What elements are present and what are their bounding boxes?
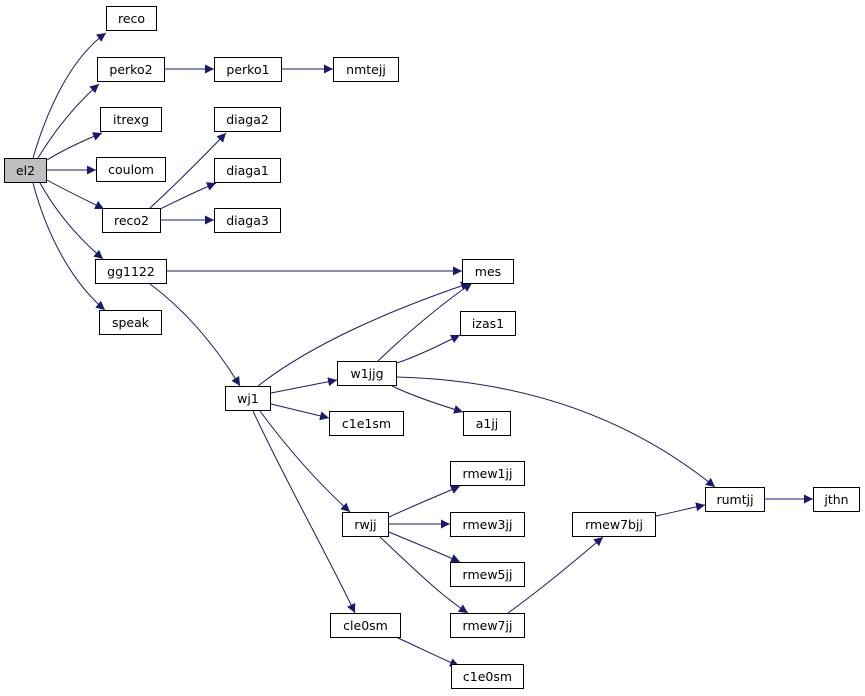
edge-wj1-c1e1sm <box>270 403 330 421</box>
node-el2: el2 <box>4 158 47 183</box>
node-gg1122[interactable]: gg1122 <box>95 259 167 284</box>
node-rwjj[interactable]: rwjj <box>342 512 389 537</box>
node-rmew1jj[interactable]: rmew1jj <box>450 461 525 486</box>
node-rmew7jj[interactable]: rmew7jj <box>450 613 525 638</box>
node-rmew5jj[interactable]: rmew5jj <box>450 562 525 587</box>
node-reco[interactable]: reco <box>106 6 157 31</box>
edge-reco2-diaga2 <box>149 132 227 209</box>
node-izas1[interactable]: izas1 <box>460 311 516 336</box>
edge-wj1-cle0sm <box>252 410 356 614</box>
node-c1e0sm[interactable]: c1e0sm <box>451 664 524 689</box>
edge-el2-speak <box>32 182 106 311</box>
edge-rwjj-rmew7jj <box>379 536 469 614</box>
node-nmtejj[interactable]: nmtejj <box>333 57 399 82</box>
edge-el2-reco <box>32 32 107 159</box>
edge-w1jjg-izas1 <box>396 334 461 364</box>
edge-w1jjg-a1jj <box>391 385 464 414</box>
node-jthn[interactable]: jthn <box>813 487 860 512</box>
node-rmew3jj[interactable]: rmew3jj <box>450 512 525 537</box>
node-wj1[interactable]: wj1 <box>225 386 271 411</box>
edge-el2-reco2 <box>46 179 105 210</box>
edge-wj1-mes <box>257 281 471 387</box>
node-reco2[interactable]: reco2 <box>102 208 161 233</box>
edge-rwjj-rmew1jj <box>388 485 461 518</box>
edge-rmew7bjj-rumtjj <box>655 502 706 517</box>
node-diaga1[interactable]: diaga1 <box>214 158 281 183</box>
node-c1e1sm[interactable]: c1e1sm <box>329 411 404 436</box>
edge-w1jjg-mes <box>377 282 473 362</box>
edge-el2-gg1122 <box>39 182 104 260</box>
node-perko2[interactable]: perko2 <box>97 57 165 82</box>
edge-reco2-diaga1 <box>157 182 217 211</box>
node-diaga2[interactable]: diaga2 <box>214 107 281 132</box>
edge-gg1122-wj1 <box>149 283 241 387</box>
node-diaga3[interactable]: diaga3 <box>214 208 281 233</box>
edge-wj1-rwjj <box>259 410 351 513</box>
node-rumtjj[interactable]: rumtjj <box>705 487 765 512</box>
edge-el2-itrexg <box>46 132 103 161</box>
node-coulom[interactable]: coulom <box>96 157 166 182</box>
node-itrexg[interactable]: itrexg <box>100 107 162 132</box>
edge-rmew7jj-rmew7bjj <box>507 536 604 614</box>
node-speak[interactable]: speak <box>99 310 162 335</box>
edge-w1jjg-rumtjj <box>396 376 716 488</box>
node-w1jjg[interactable]: w1jjg <box>337 361 397 386</box>
node-rmew7bjj[interactable]: rmew7bjj <box>572 512 656 537</box>
node-perko1[interactable]: perko1 <box>214 57 282 82</box>
edge-cle0sm-c1e0sm <box>397 637 460 667</box>
node-cle0sm[interactable]: cle0sm <box>330 613 401 638</box>
node-a1jj[interactable]: a1jj <box>463 411 511 436</box>
node-mes[interactable]: mes <box>462 259 514 284</box>
edge-rwjj-rmew5jj <box>388 531 461 563</box>
edge-el2-perko2 <box>37 83 100 159</box>
edge-wj1-w1jjg <box>270 377 338 394</box>
